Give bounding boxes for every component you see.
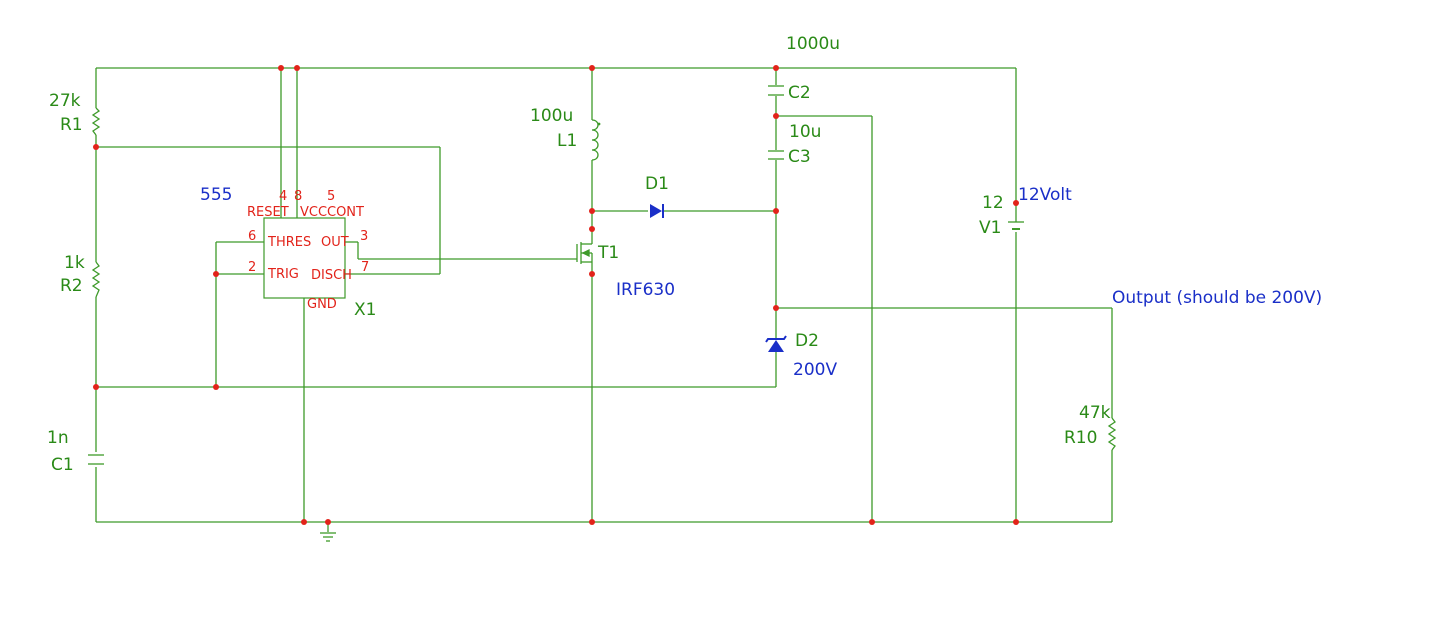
r10-value: 47k (1079, 403, 1111, 423)
ic-ref: X1 (354, 300, 376, 320)
capacitor-icon (768, 150, 784, 160)
r1-value: 27k (49, 91, 81, 111)
d2-value: 200V (793, 360, 837, 380)
mosfet-icon (576, 229, 593, 274)
pin-number-8: 8 (294, 189, 302, 204)
wires (95, 67, 1113, 532)
l1-value: 100u (530, 106, 573, 126)
resistor-icon (91, 261, 101, 298)
t1-part: IRF630 (616, 280, 675, 300)
pin-name-vcc: VCC (300, 205, 327, 220)
c2-value: 1000u (786, 34, 840, 54)
pin-number-3: 3 (360, 229, 368, 244)
c3-value: 10u (789, 122, 821, 142)
pin-name-reset: RESET (247, 205, 289, 220)
resistor-icon (91, 107, 101, 136)
t1-ref: T1 (597, 243, 619, 263)
battery-icon (1008, 221, 1024, 230)
c1-value: 1n (47, 428, 69, 448)
v1-ref: V1 (979, 218, 1001, 238)
pin-name-gnd: GND (307, 297, 337, 312)
capacitor-icon (768, 85, 784, 96)
diode-icon (650, 204, 664, 218)
pin-name-thres: THRES (267, 235, 311, 250)
capacitor-icon (88, 454, 104, 465)
ground-icon (320, 532, 336, 542)
c1-ref: C1 (51, 455, 74, 475)
pin-number-6: 6 (248, 229, 256, 244)
zener-diode-icon (765, 335, 787, 352)
timer-ic-body (263, 217, 346, 299)
v1-label: 12Volt (1018, 185, 1072, 205)
r2-ref: R2 (60, 276, 83, 296)
d1-ref: D1 (645, 174, 669, 194)
r1-ref: R1 (60, 115, 83, 135)
pin-name-out: OUT (321, 235, 349, 250)
c2-ref: C2 (788, 83, 811, 103)
pin-name-trig: TRIG (267, 267, 299, 282)
r2-value: 1k (64, 253, 85, 273)
output-net-label: Output (should be 200V) (1112, 288, 1322, 308)
pin-name-disch: DISCH (311, 268, 352, 283)
pin-number-2: 2 (248, 260, 256, 275)
pin-name-cont: CONT (327, 205, 364, 220)
ic-part: 555 (200, 185, 232, 205)
junction-nodes (93, 65, 1019, 525)
pin-number-7: 7 (361, 260, 369, 275)
v1-value: 12 (982, 193, 1004, 213)
l1-ref: L1 (557, 131, 577, 151)
pin-number-5: 5 (327, 189, 335, 204)
c3-ref: C3 (788, 147, 811, 167)
pin-number-4: 4 (279, 189, 287, 204)
r10-ref: R10 (1064, 428, 1097, 448)
d2-ref: D2 (795, 331, 819, 351)
resistor-icon (1107, 417, 1117, 451)
inductor-icon (591, 119, 599, 161)
